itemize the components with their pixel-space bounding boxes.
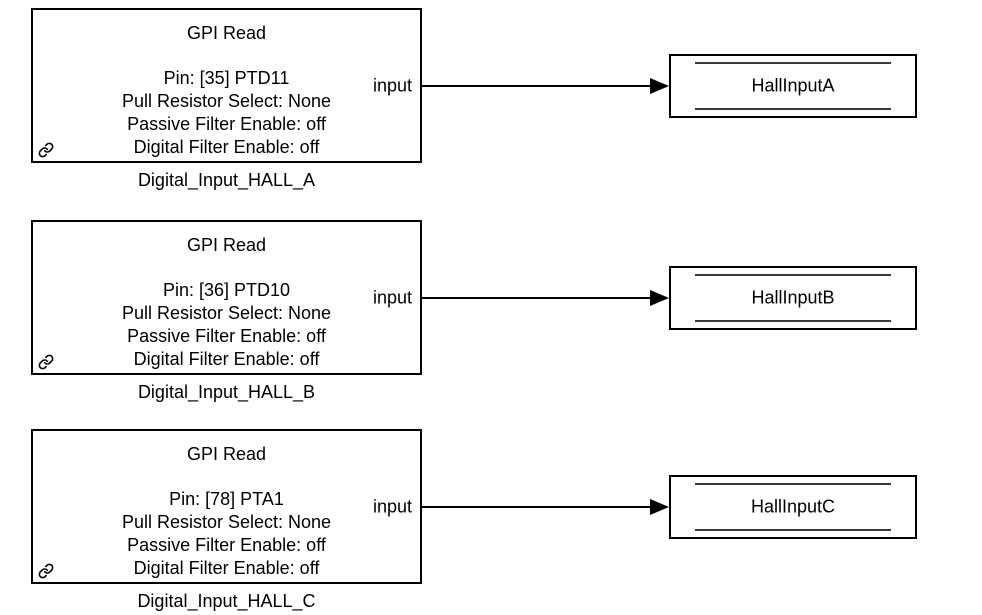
param-digital-filter: Digital Filter Enable: off bbox=[133, 137, 320, 157]
block-parameter-text: Pin: [78] PTA1 Pull Resistor Select: Non… bbox=[33, 488, 420, 580]
param-pull-resistor: Pull Resistor Select: None bbox=[121, 303, 332, 323]
divider-line bbox=[695, 529, 891, 531]
block-name-label[interactable]: Digital_Input_HALL_A bbox=[137, 170, 316, 190]
diagram-row-b: GPI Read Pin: [36] PTD10 Pull Resistor S… bbox=[0, 220, 982, 435]
block-parameter-text: Pin: [36] PTD10 Pull Resistor Select: No… bbox=[33, 279, 420, 371]
signal-wire[interactable] bbox=[422, 297, 654, 299]
param-pull-resistor: Pull Resistor Select: None bbox=[121, 91, 332, 111]
gpi-read-block-c[interactable]: GPI Read Pin: [78] PTA1 Pull Resistor Se… bbox=[31, 429, 422, 584]
divider-line bbox=[695, 483, 891, 485]
data-store-block-c[interactable]: HallInputC bbox=[669, 475, 917, 539]
param-pin: Pin: [36] PTD10 bbox=[162, 280, 291, 300]
divider-line bbox=[695, 320, 891, 322]
gpi-read-block-b[interactable]: GPI Read Pin: [36] PTD10 Pull Resistor S… bbox=[31, 220, 422, 375]
block-name-label[interactable]: Digital_Input_HALL_C bbox=[137, 591, 316, 611]
divider-line bbox=[695, 274, 891, 276]
block-title: GPI Read bbox=[186, 444, 267, 464]
divider-line bbox=[695, 108, 891, 110]
wire-arrowhead-icon bbox=[650, 290, 669, 306]
wire-arrowhead-icon bbox=[650, 499, 669, 515]
param-passive-filter: Passive Filter Enable: off bbox=[127, 535, 326, 555]
diagram-row-a: GPI Read Pin: [35] PTD11 Pull Resistor S… bbox=[0, 8, 982, 223]
store-name-label: HallInputB bbox=[751, 287, 835, 308]
param-pull-resistor: Pull Resistor Select: None bbox=[121, 512, 332, 532]
library-link-icon bbox=[38, 354, 54, 370]
data-store-block-a[interactable]: HallInputA bbox=[669, 54, 917, 118]
data-store-block-b[interactable]: HallInputB bbox=[669, 266, 917, 330]
output-port-label: input bbox=[372, 496, 412, 516]
signal-wire[interactable] bbox=[422, 506, 654, 508]
library-link-icon bbox=[38, 563, 54, 579]
gpi-read-block-a[interactable]: GPI Read Pin: [35] PTD11 Pull Resistor S… bbox=[31, 8, 422, 163]
wire-arrowhead-icon bbox=[650, 78, 669, 94]
param-passive-filter: Passive Filter Enable: off bbox=[127, 326, 326, 346]
block-parameter-text: Pin: [35] PTD11 Pull Resistor Select: No… bbox=[33, 67, 420, 159]
store-name-label: HallInputC bbox=[750, 496, 836, 517]
block-title: GPI Read bbox=[186, 235, 267, 255]
param-pin: Pin: [35] PTD11 bbox=[163, 68, 290, 88]
output-port-label: input bbox=[372, 75, 412, 95]
param-digital-filter: Digital Filter Enable: off bbox=[133, 558, 320, 578]
store-name-label: HallInputA bbox=[751, 75, 835, 96]
param-pin: Pin: [78] PTA1 bbox=[169, 489, 284, 509]
divider-line bbox=[695, 62, 891, 64]
block-name-label[interactable]: Digital_Input_HALL_B bbox=[137, 382, 316, 402]
block-title: GPI Read bbox=[186, 23, 267, 43]
diagram-row-c: GPI Read Pin: [78] PTA1 Pull Resistor Se… bbox=[0, 429, 982, 615]
library-link-icon bbox=[38, 142, 54, 158]
output-port-label: input bbox=[372, 287, 412, 307]
param-digital-filter: Digital Filter Enable: off bbox=[133, 349, 320, 369]
signal-wire[interactable] bbox=[422, 85, 654, 87]
param-passive-filter: Passive Filter Enable: off bbox=[127, 114, 326, 134]
